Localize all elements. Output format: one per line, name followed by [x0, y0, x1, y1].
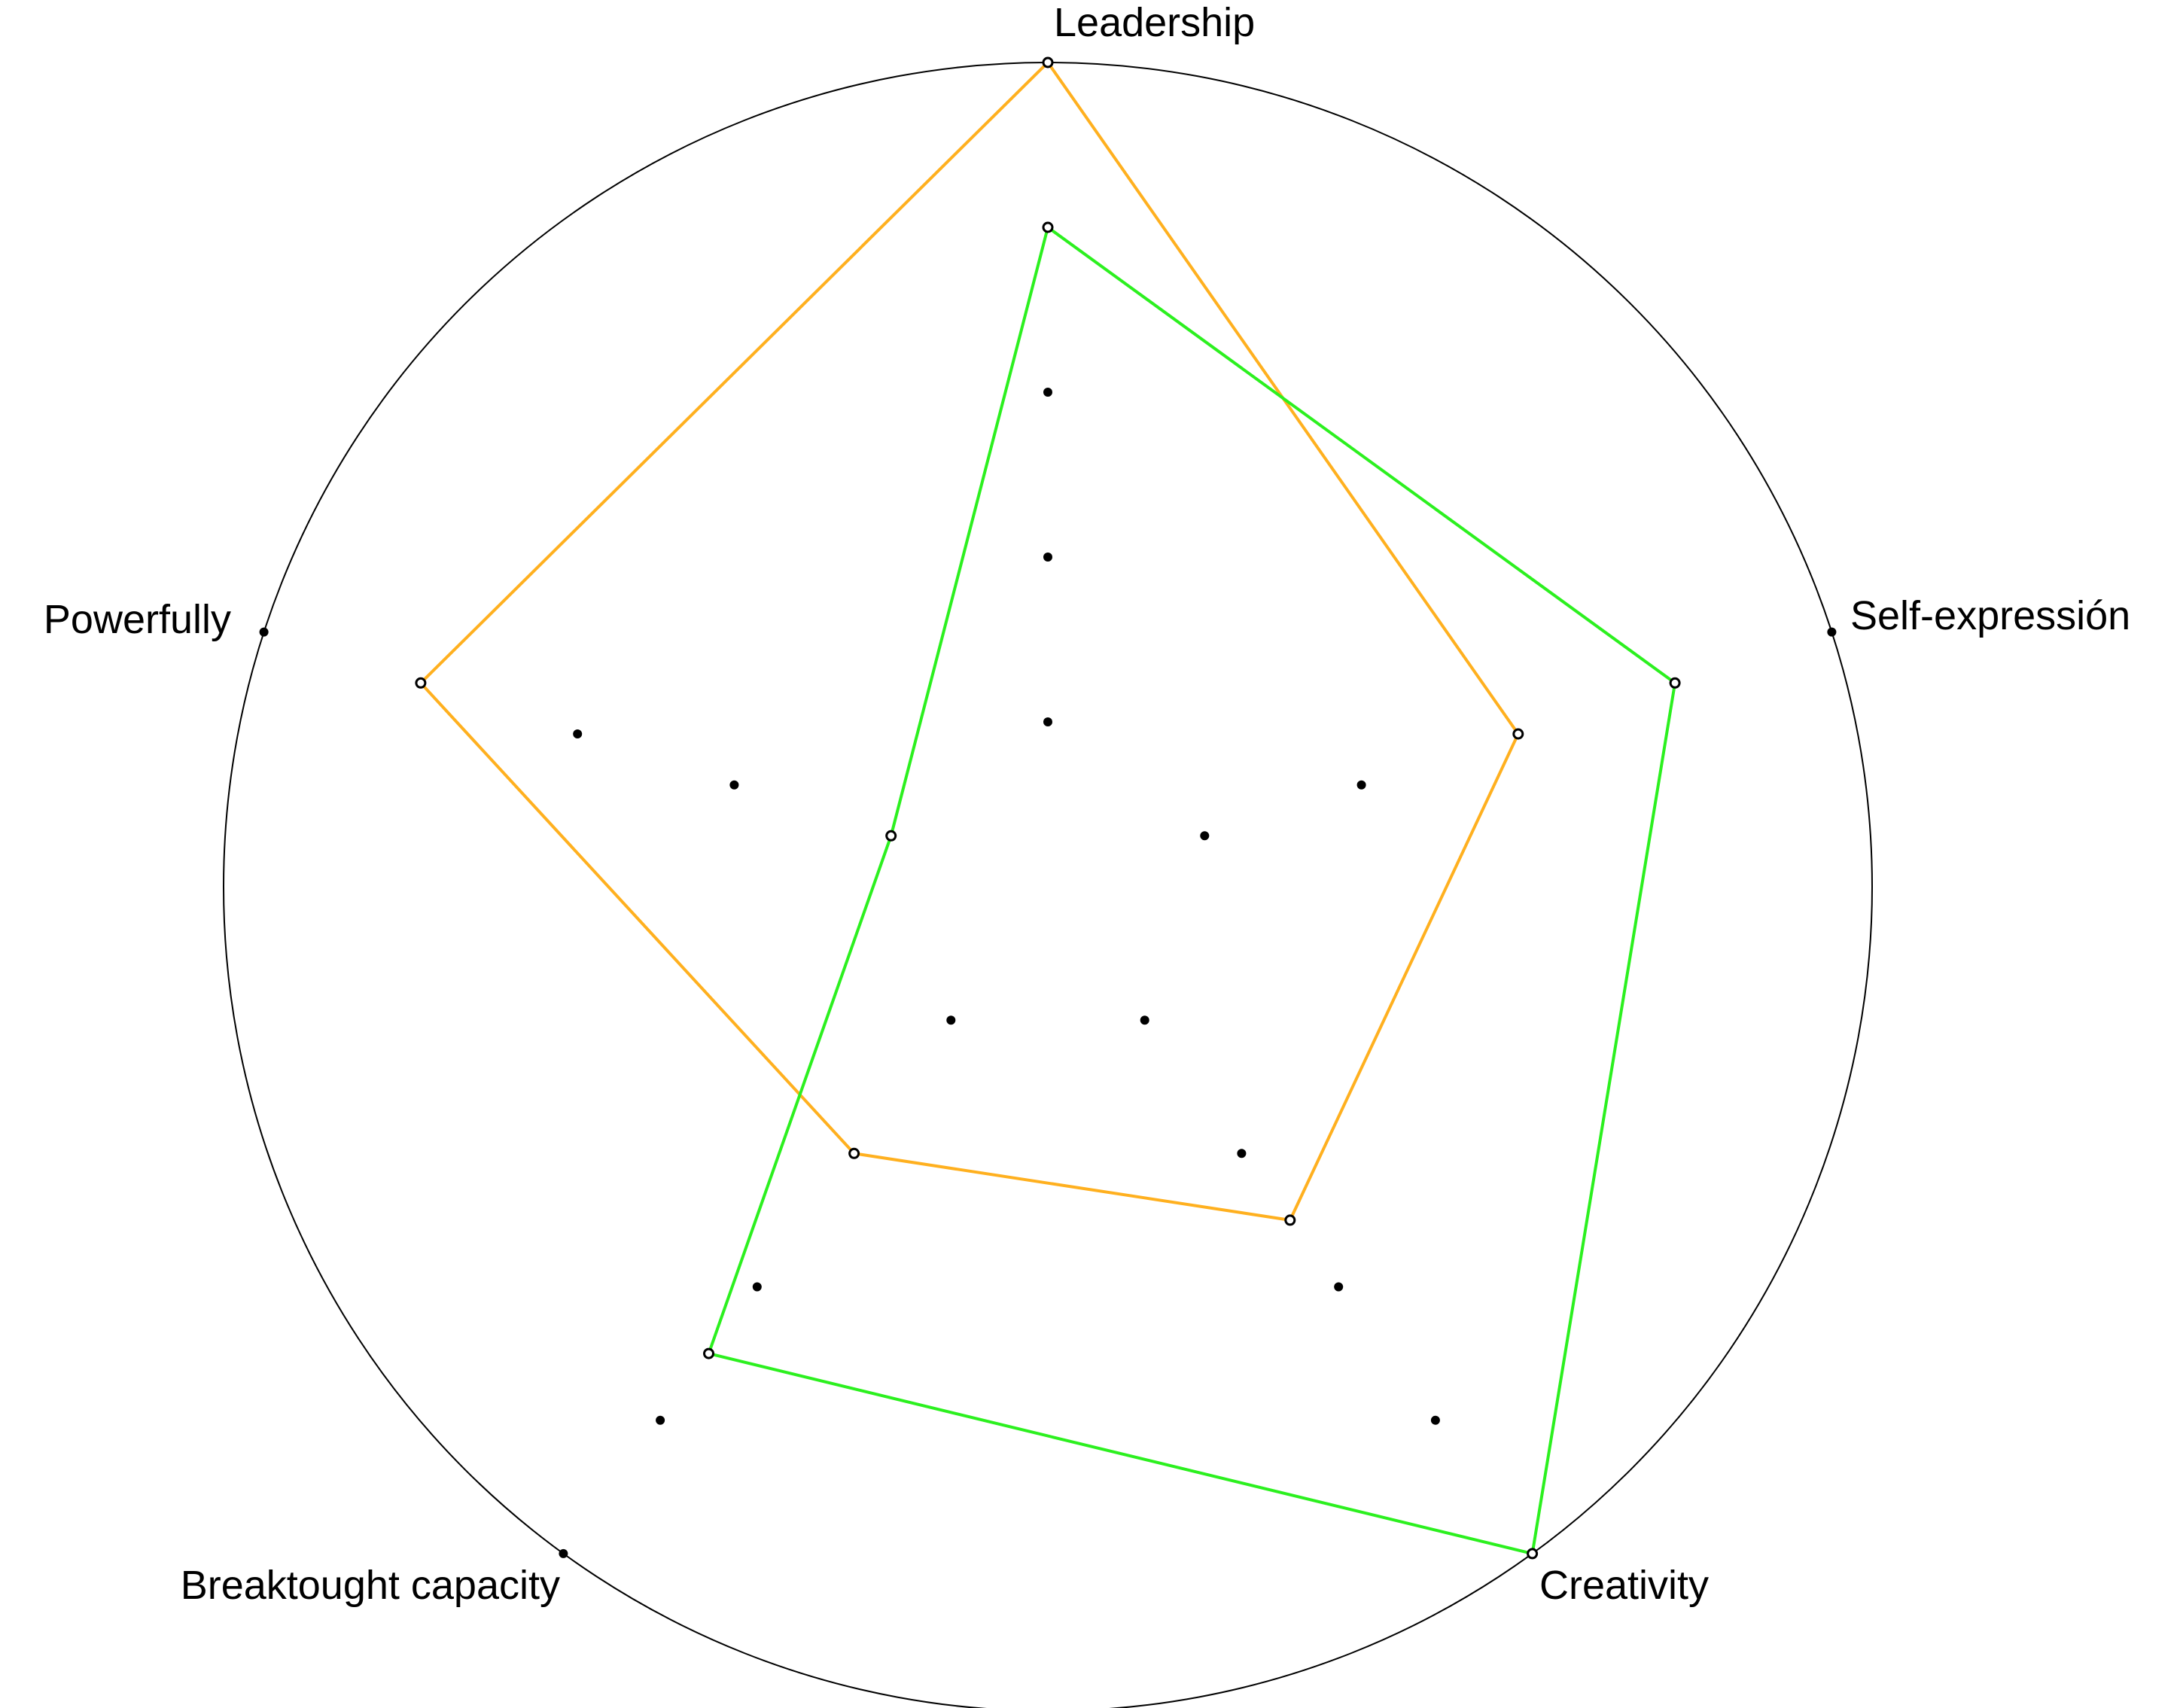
- grid-dot: [656, 1415, 665, 1425]
- grid-dot: [1043, 717, 1052, 726]
- series-2-point-breaktought-capacity: [703, 1347, 714, 1359]
- series-line-2: [706, 224, 1677, 1556]
- grid-dot: [1043, 553, 1052, 562]
- axis-label-self-expression: Self-expressión: [1850, 593, 2130, 638]
- series-1-point-creativity: [1284, 1214, 1296, 1226]
- grid-dots: [259, 58, 1837, 1558]
- axis-label-creativity: Creativity: [1539, 1563, 1709, 1608]
- grid-dot: [1200, 831, 1210, 841]
- series-layer: [415, 56, 1681, 1560]
- series-2-point-creativity: [1527, 1548, 1539, 1560]
- grid-dot: [259, 627, 269, 637]
- grid-dot: [1430, 1415, 1440, 1425]
- grid-dot: [1043, 388, 1052, 397]
- grid-dot: [1356, 780, 1366, 790]
- axis-label-breaktought-capacity: Breaktought capacity: [181, 1563, 560, 1608]
- grid-dot: [1334, 1282, 1344, 1292]
- outer-ring: [223, 62, 1873, 1708]
- axis-labels: Leadership Self-expressión Creativity Br…: [44, 0, 2130, 1608]
- grid-dot: [946, 1015, 956, 1025]
- series-1-point-breaktought-capacity: [848, 1147, 860, 1159]
- series-2-point-self-expressi-n: [1669, 677, 1681, 689]
- series-line-1: [419, 59, 1521, 1222]
- axis-label-leadership: Leadership: [1054, 0, 1255, 45]
- series-2-point-leadership: [1042, 221, 1054, 233]
- series-1-point-self-expressi-n: [1512, 728, 1524, 740]
- axis-label-powerfully: Powerfully: [44, 597, 231, 642]
- series-1-point-leadership: [1042, 56, 1054, 69]
- grid-dot: [573, 729, 583, 738]
- grid-dot: [559, 1548, 568, 1558]
- series-2-point-powerfully: [885, 830, 897, 842]
- grid-dot: [1237, 1149, 1247, 1158]
- grid-dot: [752, 1282, 762, 1292]
- series-1-point-powerfully: [415, 677, 427, 689]
- grid-dot: [1827, 627, 1837, 637]
- grid-dot: [729, 780, 739, 790]
- grid-dot: [1140, 1015, 1149, 1025]
